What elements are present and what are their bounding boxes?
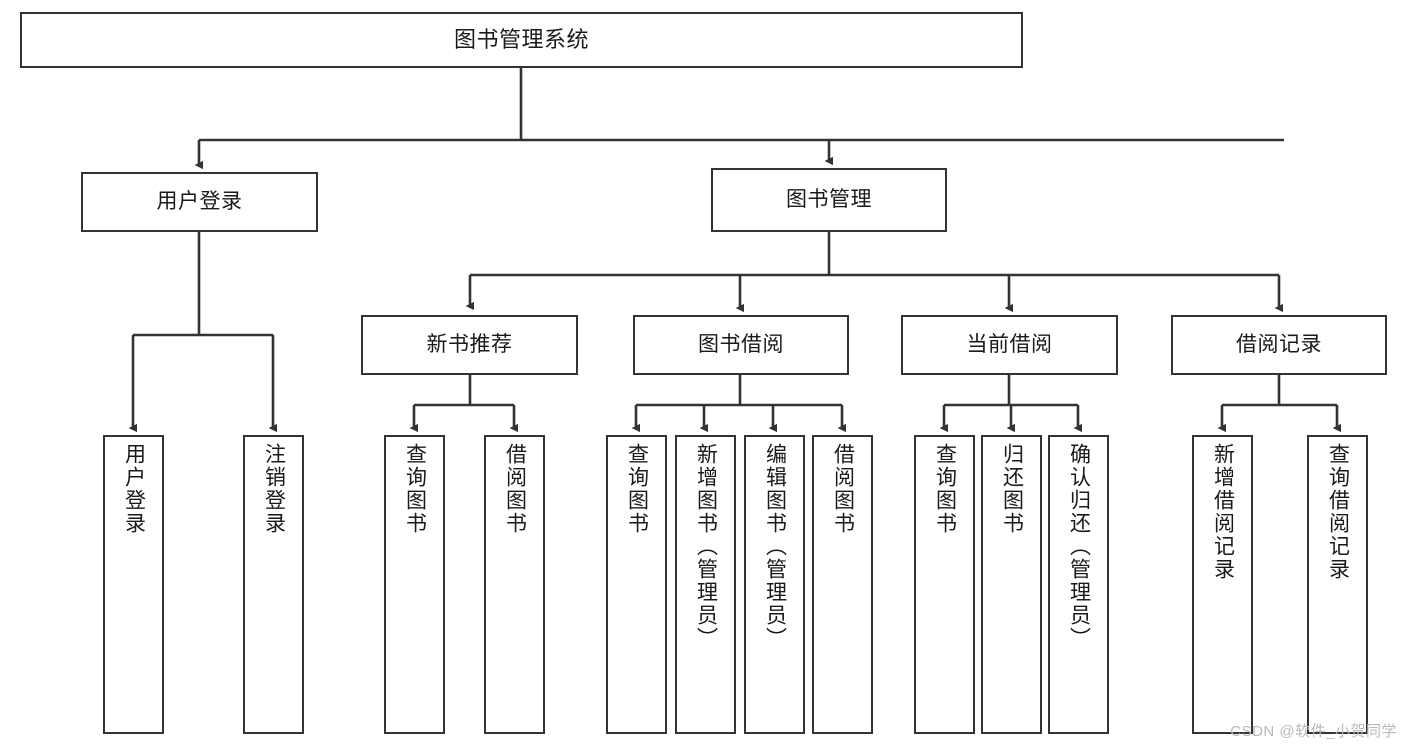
node-label: 图书借阅 bbox=[698, 332, 784, 356]
node-book-management[interactable]: 图书管理 bbox=[711, 168, 947, 232]
node-label: 借阅图书 bbox=[503, 443, 527, 535]
node-label: 注销登录 bbox=[262, 443, 286, 535]
node-leaf-user-login[interactable]: 用户登录 bbox=[103, 435, 164, 734]
node-label: 归还图书 bbox=[1000, 443, 1024, 535]
node-leaf-query-book-1[interactable]: 查询图书 bbox=[384, 435, 445, 734]
node-book-borrow[interactable]: 图书借阅 bbox=[633, 315, 849, 375]
csdn-watermark: CSDN @软件_小贺同学 bbox=[1230, 723, 1397, 740]
node-leaf-borrow-book-1[interactable]: 借阅图书 bbox=[484, 435, 545, 734]
node-label: 查询图书 bbox=[625, 443, 649, 535]
node-label: 查询图书 bbox=[403, 443, 427, 535]
node-borrow-record[interactable]: 借阅记录 bbox=[1171, 315, 1387, 375]
node-leaf-query-record[interactable]: 查询借阅记录 bbox=[1307, 435, 1368, 734]
node-label: 图书管理 bbox=[786, 187, 872, 211]
node-label: 借阅图书 bbox=[831, 443, 855, 535]
node-leaf-add-book[interactable]: 新增图书（管理员） bbox=[675, 435, 736, 734]
node-leaf-logout-login[interactable]: 注销登录 bbox=[243, 435, 304, 734]
node-leaf-query-book-3[interactable]: 查询图书 bbox=[914, 435, 975, 734]
node-root-system[interactable]: 图书管理系统 bbox=[20, 12, 1023, 68]
node-label: 用户登录 bbox=[156, 189, 243, 213]
node-label: 当前借阅 bbox=[966, 332, 1053, 356]
node-current-borrow[interactable]: 当前借阅 bbox=[901, 315, 1118, 375]
node-label: 用户登录 bbox=[122, 443, 146, 535]
node-label: 借阅记录 bbox=[1236, 332, 1322, 356]
node-leaf-add-record[interactable]: 新增借阅记录 bbox=[1192, 435, 1253, 734]
node-label: 新增图书（管理员） bbox=[694, 443, 718, 650]
node-leaf-query-book-2[interactable]: 查询图书 bbox=[606, 435, 667, 734]
node-label: 编辑图书（管理员） bbox=[763, 443, 787, 650]
node-label: 确认归还（管理员） bbox=[1067, 443, 1091, 650]
node-label: 新书推荐 bbox=[426, 332, 513, 356]
node-leaf-return-book[interactable]: 归还图书 bbox=[981, 435, 1042, 734]
node-label: 查询图书 bbox=[933, 443, 957, 535]
node-leaf-borrow-book-2[interactable]: 借阅图书 bbox=[812, 435, 873, 734]
node-label: 新增借阅记录 bbox=[1211, 443, 1235, 581]
node-leaf-confirm-return[interactable]: 确认归还（管理员） bbox=[1048, 435, 1109, 734]
node-label: 查询借阅记录 bbox=[1326, 443, 1350, 581]
node-new-book-recommend[interactable]: 新书推荐 bbox=[361, 315, 578, 375]
node-user-login[interactable]: 用户登录 bbox=[81, 172, 318, 232]
node-label: 图书管理系统 bbox=[453, 27, 589, 53]
node-leaf-edit-book[interactable]: 编辑图书（管理员） bbox=[744, 435, 805, 734]
